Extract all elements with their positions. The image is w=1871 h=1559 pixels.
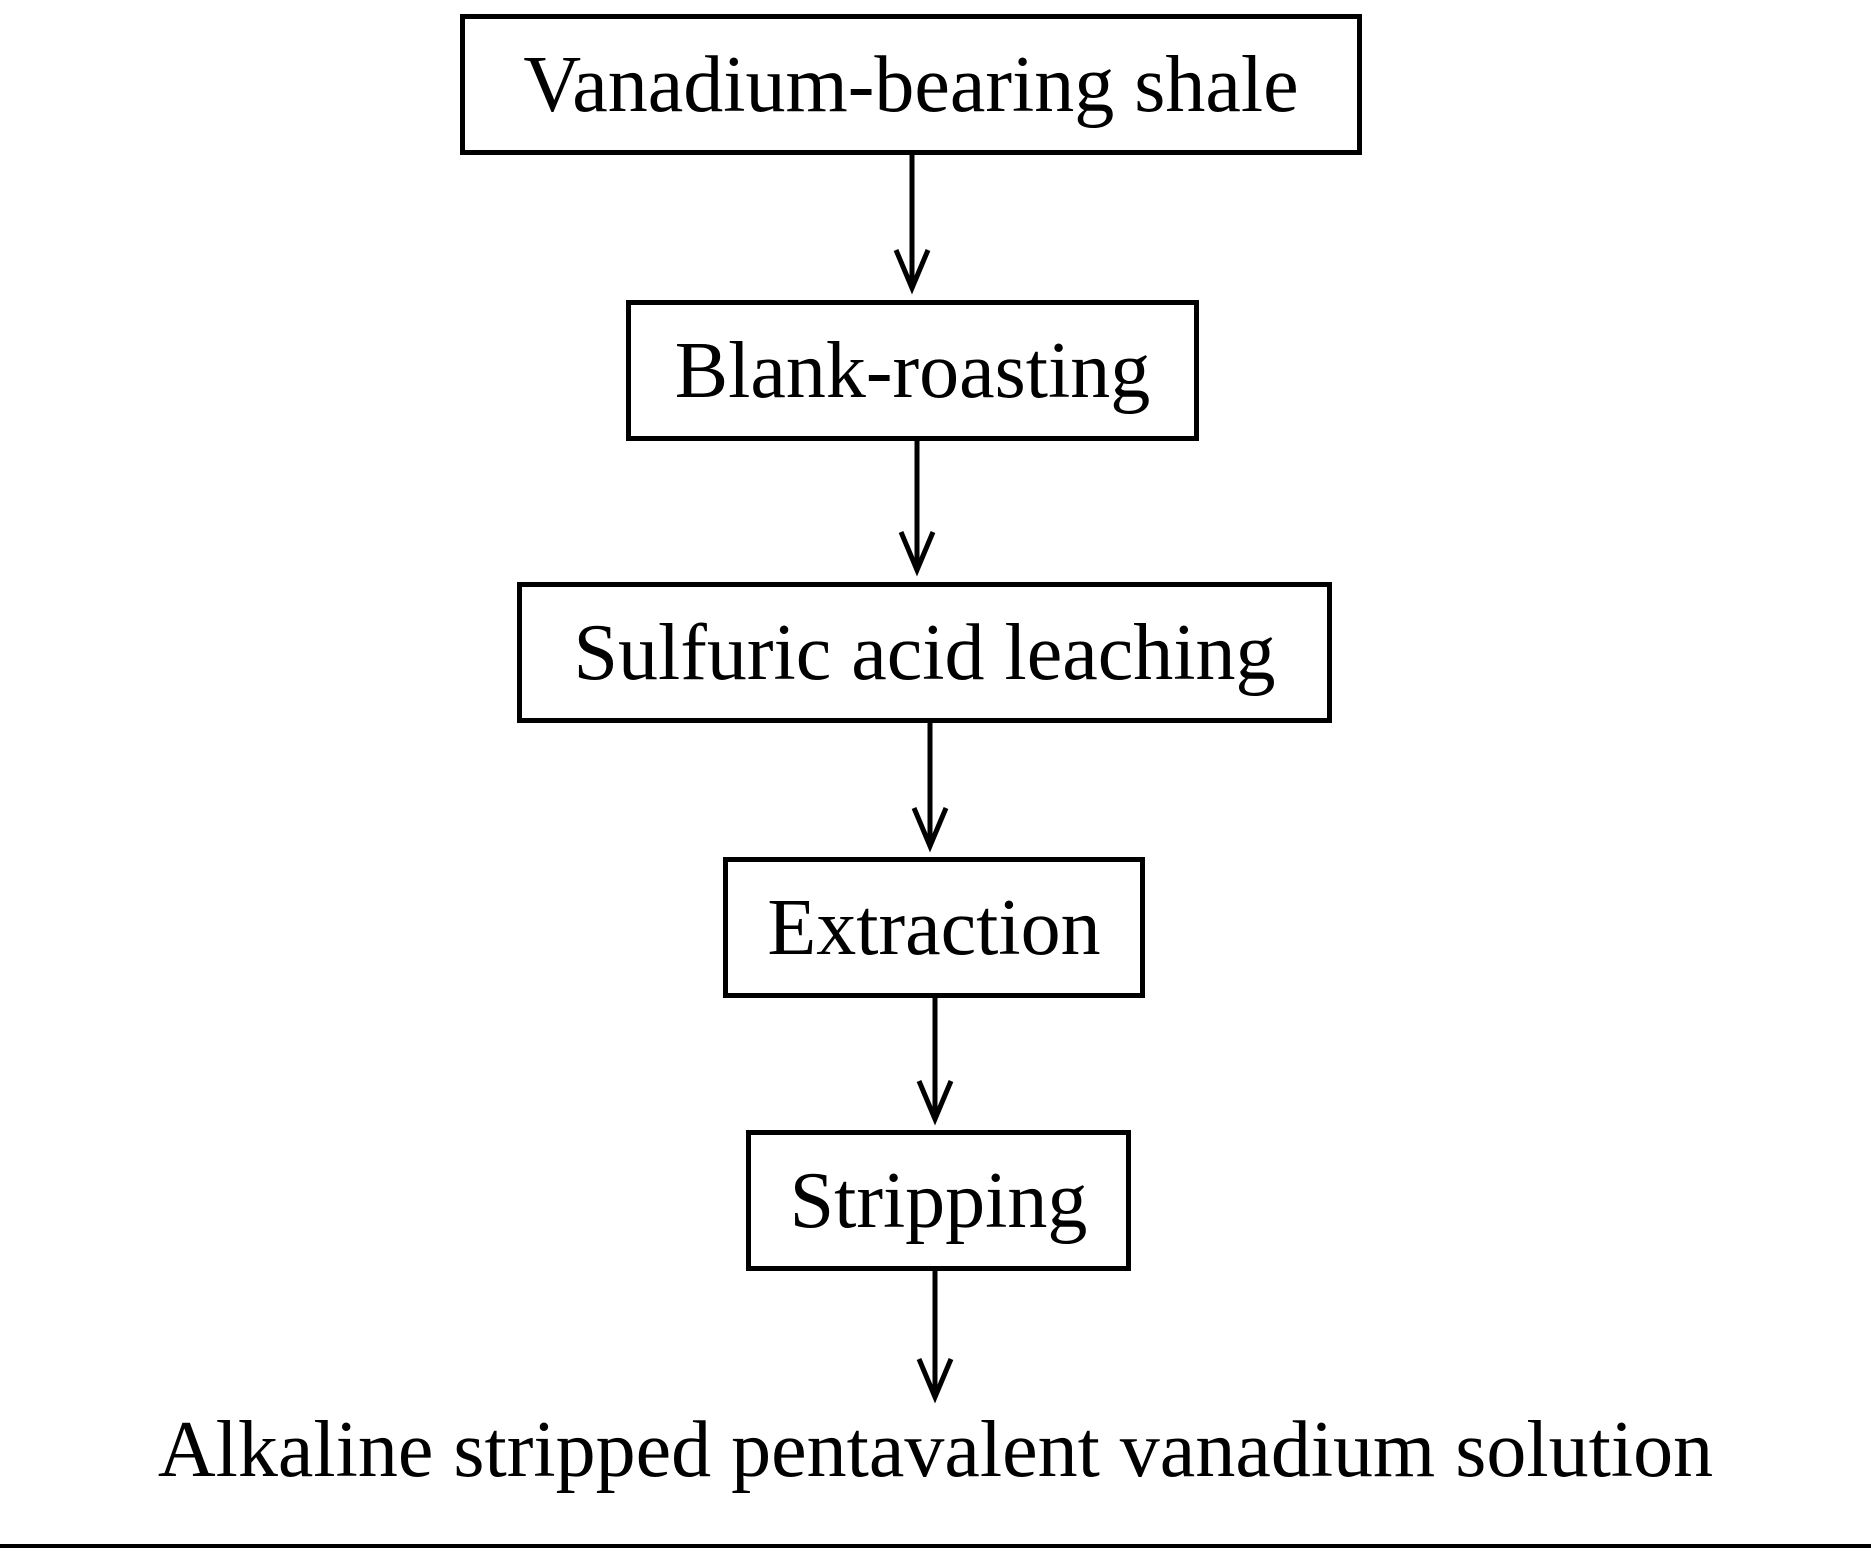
final-product-label: Alkaline stripped pentavalent vanadium s… [157,1406,1714,1494]
step-label: Vanadium-bearing shale [523,40,1299,129]
arrow-shale-to-roasting [893,155,931,295]
step-label: Stripping [789,1156,1088,1245]
arrow-roasting-to-leaching [898,441,936,577]
step-box-stripping: Stripping [746,1130,1131,1271]
arrow-stripping-to-product [916,1271,954,1404]
step-box-extraction: Extraction [723,857,1145,998]
arrow-leaching-to-extraction [911,723,949,853]
step-label: Blank-roasting [674,326,1151,415]
step-label: Sulfuric acid leaching [573,608,1276,697]
arrow-extraction-to-stripping [916,998,954,1126]
step-box-blank-roasting: Blank-roasting [626,300,1199,441]
step-box-vanadium-bearing-shale: Vanadium-bearing shale [460,14,1362,155]
step-box-sulfuric-acid-leaching: Sulfuric acid leaching [517,582,1332,723]
step-label: Extraction [767,883,1101,972]
